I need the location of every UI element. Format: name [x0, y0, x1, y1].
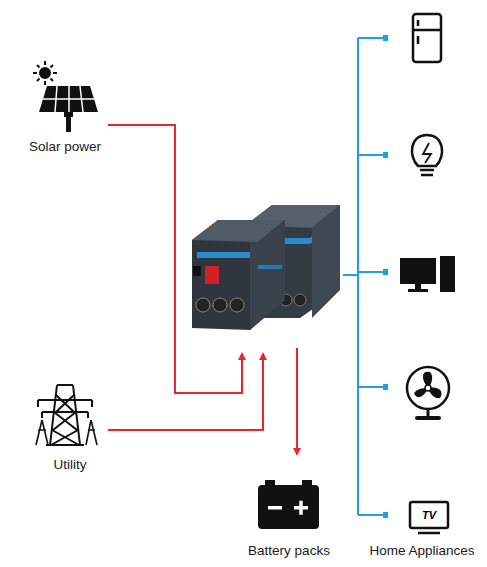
battery-icon: [258, 480, 319, 529]
computer-icon: [400, 256, 455, 292]
node-label: Home Appliances: [369, 543, 474, 559]
source-node: Solar power: [15, 60, 115, 155]
plug: [383, 152, 388, 158]
tv-mark: TV: [422, 509, 436, 521]
storage-node: Battery packs: [233, 475, 345, 559]
utility-tower-icon: [36, 385, 97, 445]
output-bus: [343, 38, 384, 515]
bus-branch: [358, 271, 384, 273]
plug: [383, 384, 388, 390]
source-node: Utility: [25, 375, 115, 473]
bus-line: [357, 38, 359, 515]
bus-branch: [358, 37, 384, 39]
node-label: Battery packs: [248, 543, 330, 559]
fan-icon: [407, 367, 449, 420]
plug: [383, 512, 388, 518]
fridge-icon: [413, 14, 441, 62]
bus-branch: [358, 386, 384, 388]
plug-ends: [383, 35, 388, 518]
node-label: Utility: [54, 457, 87, 473]
bus-branch: [358, 514, 384, 516]
plug: [383, 269, 388, 275]
bus-branch: [358, 154, 384, 156]
battery-wire: [296, 348, 298, 452]
load-node: Home Appliances: [360, 5, 484, 559]
tv-icon: [410, 502, 448, 533]
solar-panel-icon: [39, 86, 98, 132]
plug: [383, 35, 388, 41]
node-label: Solar power: [29, 139, 101, 155]
power-wires: [108, 125, 297, 452]
bus-feed: [343, 274, 358, 276]
bulb-icon: [412, 135, 442, 175]
sun-icon: [33, 61, 57, 85]
inverter-unit: [192, 220, 285, 330]
utility-wire: [108, 356, 263, 430]
